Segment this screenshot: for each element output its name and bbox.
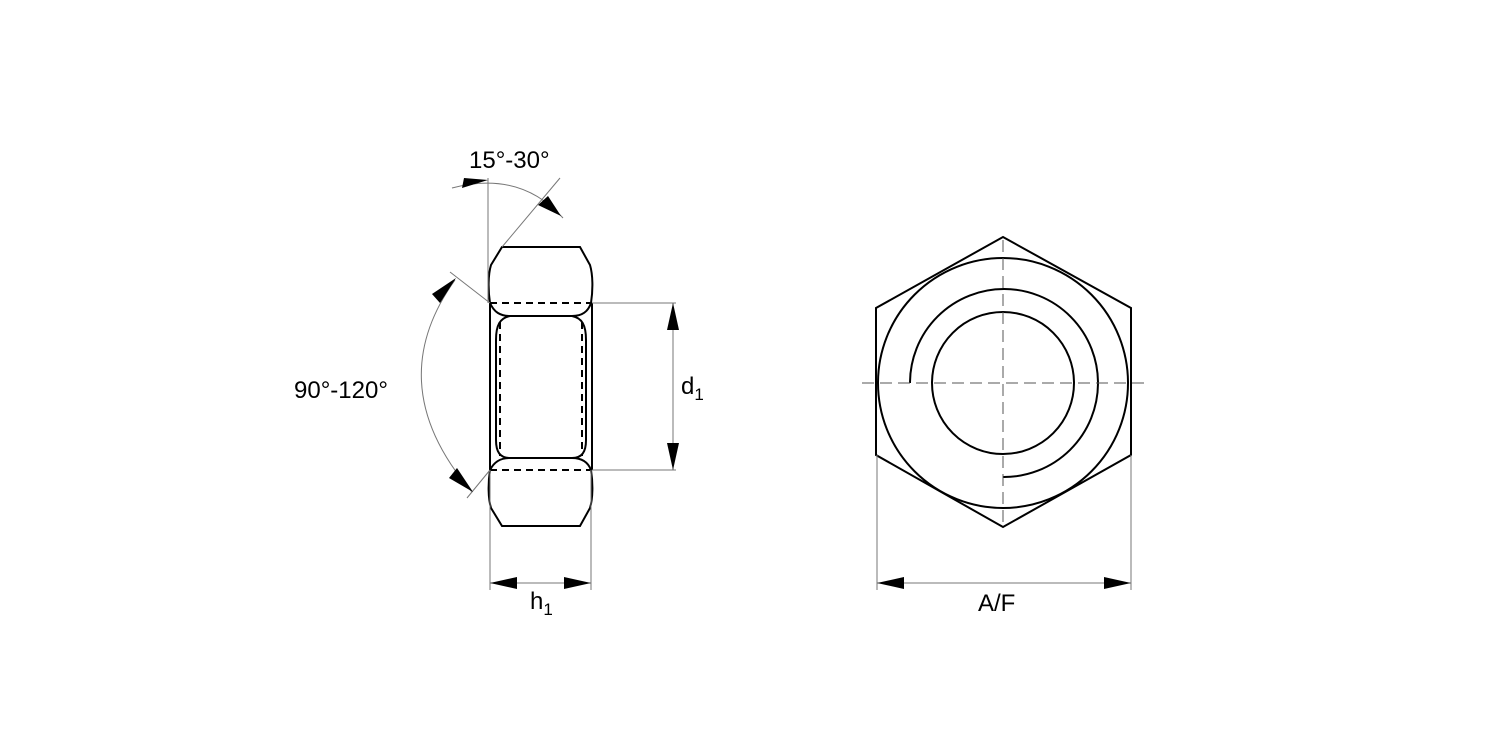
upper-fillet <box>489 302 592 317</box>
arrow-head <box>1104 577 1131 589</box>
countersink-angle-arc <box>420 279 473 493</box>
h1-label-main: h <box>530 588 544 615</box>
h1-label-sub: 1 <box>543 600 553 619</box>
d1-label: d1 <box>681 373 704 404</box>
arrow-head <box>462 178 488 188</box>
arrow-head <box>490 577 517 589</box>
arrow-head <box>564 577 591 589</box>
arrow-head <box>449 468 473 492</box>
lower-fillet <box>489 457 592 471</box>
chamfer-ext-angled <box>501 177 561 248</box>
front-view <box>862 235 1145 590</box>
side-view <box>420 177 679 590</box>
h1-label: h1 <box>530 588 553 619</box>
arrow-head <box>538 196 561 216</box>
arrow-head <box>877 577 904 589</box>
arrow-head <box>667 443 679 470</box>
countersink-ext-upper <box>449 271 491 304</box>
hexagon-outline <box>875 235 1132 529</box>
thread-arc <box>909 288 1099 479</box>
across-flats-label: A/F <box>978 590 1016 617</box>
d1-label-main: d <box>681 373 695 400</box>
body-inner-right <box>571 315 587 459</box>
upper-collar-outline <box>487 246 594 304</box>
countersink-angle-label: 90°-120° <box>294 377 388 404</box>
arrow-head <box>432 278 456 303</box>
chamfer-angle-label: 15°-30° <box>469 147 550 174</box>
body-inner-left <box>495 315 511 459</box>
d1-label-sub: 1 <box>694 385 704 404</box>
countersink-ext-lower <box>466 469 491 499</box>
arrow-head <box>667 303 679 330</box>
lower-collar-outline <box>487 469 594 527</box>
